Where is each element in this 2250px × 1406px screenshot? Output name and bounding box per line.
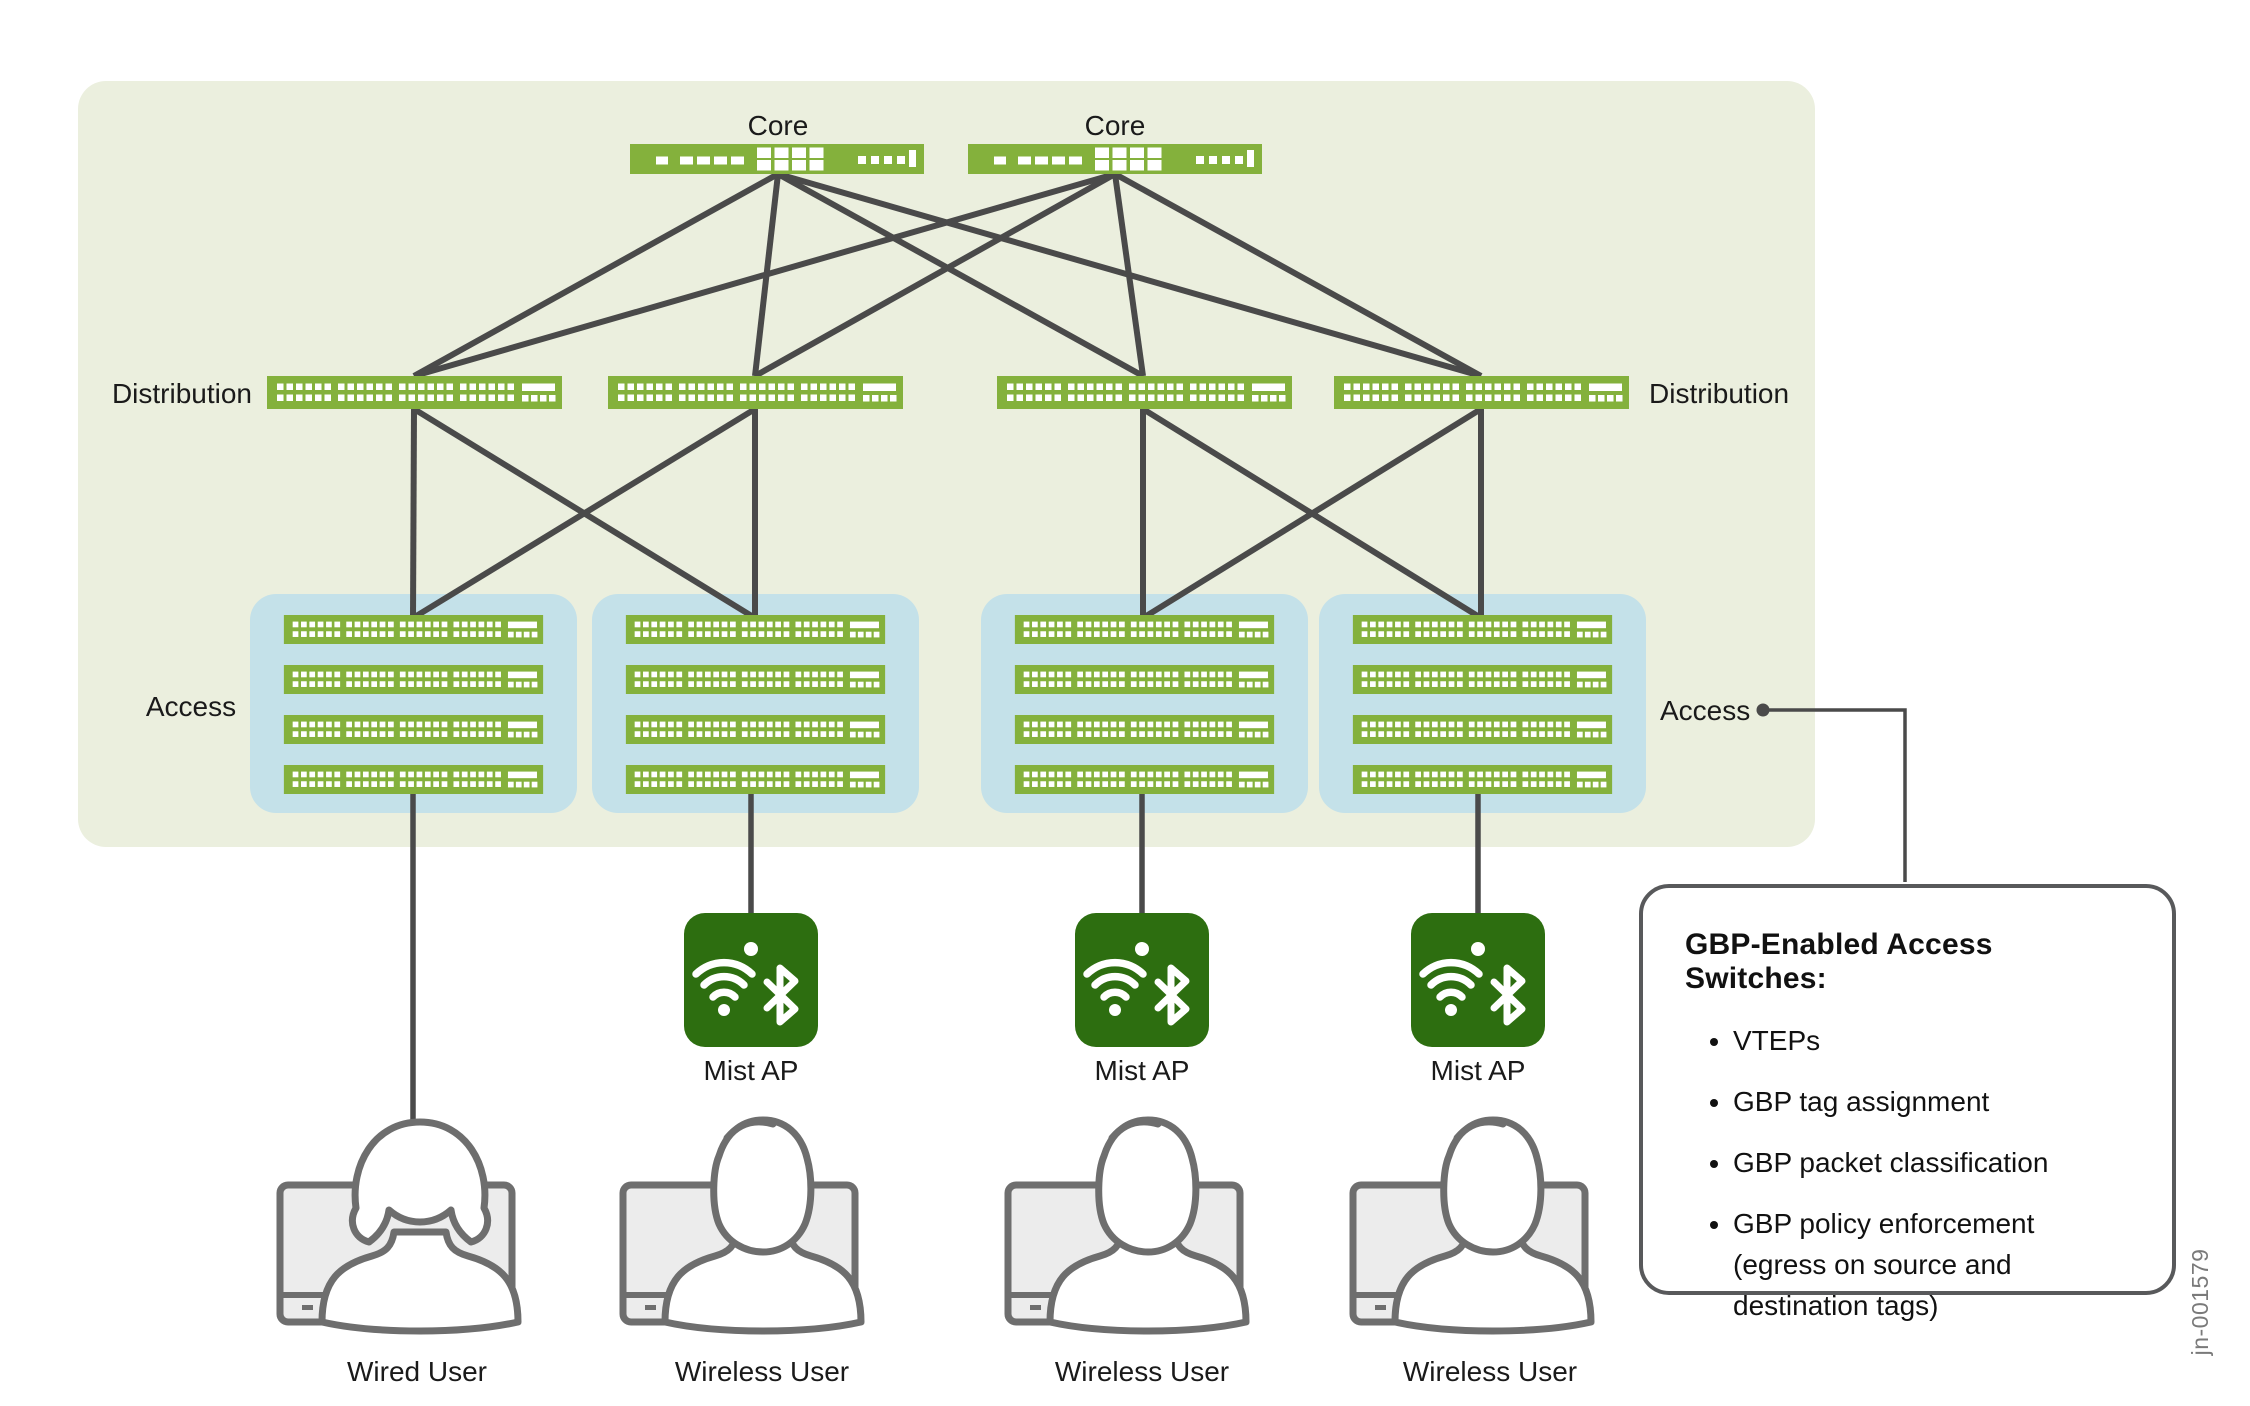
gbp-callout-list: VTEPs GBP tag assignment GBP packet clas…: [1685, 1020, 2142, 1326]
distribution-switch-3: [997, 376, 1292, 409]
distribution-access-links: [410, 406, 1484, 621]
access-callout-connector: [1756, 703, 1907, 882]
mist-ap-2: [1075, 913, 1209, 1047]
mist-ap-label-1: Mist AP: [704, 1055, 799, 1086]
gbp-callout-item: GBP packet classification: [1733, 1142, 2073, 1183]
gbp-callout-title: GBP-Enabled Access Switches:: [1685, 928, 1993, 995]
mist-ap-label-2: Mist AP: [1095, 1055, 1190, 1086]
access-group-3-bg: [981, 594, 1308, 813]
wireless-user-2-figure: [1008, 1120, 1246, 1331]
wireless-user-label-2: Wireless User: [1055, 1356, 1229, 1387]
wireless-user-1-figure: [623, 1120, 861, 1331]
access-group-1-bg: [250, 594, 577, 813]
wireless-user-label-3: Wireless User: [1403, 1356, 1577, 1387]
access-group-backgrounds: [250, 594, 1646, 813]
core-label-1: Core: [748, 110, 809, 141]
core-label-2: Core: [1085, 110, 1146, 141]
core-switch-1: [630, 144, 924, 174]
distribution-switch-2: [608, 376, 903, 409]
mist-ap-1: [684, 913, 818, 1047]
core-switch-2: [968, 144, 1262, 174]
mist-ap-label-3: Mist AP: [1431, 1055, 1526, 1086]
wired-user-label: Wired User: [347, 1356, 487, 1387]
access-group-2-bg: [592, 594, 919, 813]
core-distribution-links: [412, 171, 1483, 379]
distribution-label-left: Distribution: [112, 378, 252, 409]
figure-id-watermark: jn-001579: [2187, 1248, 2213, 1356]
distribution-switch-1: [267, 376, 562, 409]
distribution-label-right: Distribution: [1649, 378, 1789, 409]
gbp-callout-item: GBP policy enforcement (egress on source…: [1733, 1203, 2073, 1326]
wired-user-figure: [280, 1122, 518, 1331]
distribution-switch-4: [1334, 376, 1629, 409]
access-downlinks: [410, 790, 1481, 1128]
wireless-user-label-1: Wireless User: [675, 1356, 849, 1387]
gbp-callout-item: GBP tag assignment: [1733, 1081, 2073, 1122]
wireless-user-3-figure: [1353, 1120, 1591, 1331]
gbp-callout-item: VTEPs: [1733, 1020, 2073, 1061]
access-label-left: Access: [146, 691, 236, 722]
gbp-callout-box: GBP-Enabled Access Switches: VTEPs GBP t…: [1639, 884, 2176, 1321]
access-group-4-bg: [1319, 594, 1646, 813]
mist-ap-3: [1411, 913, 1545, 1047]
access-label-right: Access: [1660, 695, 1750, 726]
